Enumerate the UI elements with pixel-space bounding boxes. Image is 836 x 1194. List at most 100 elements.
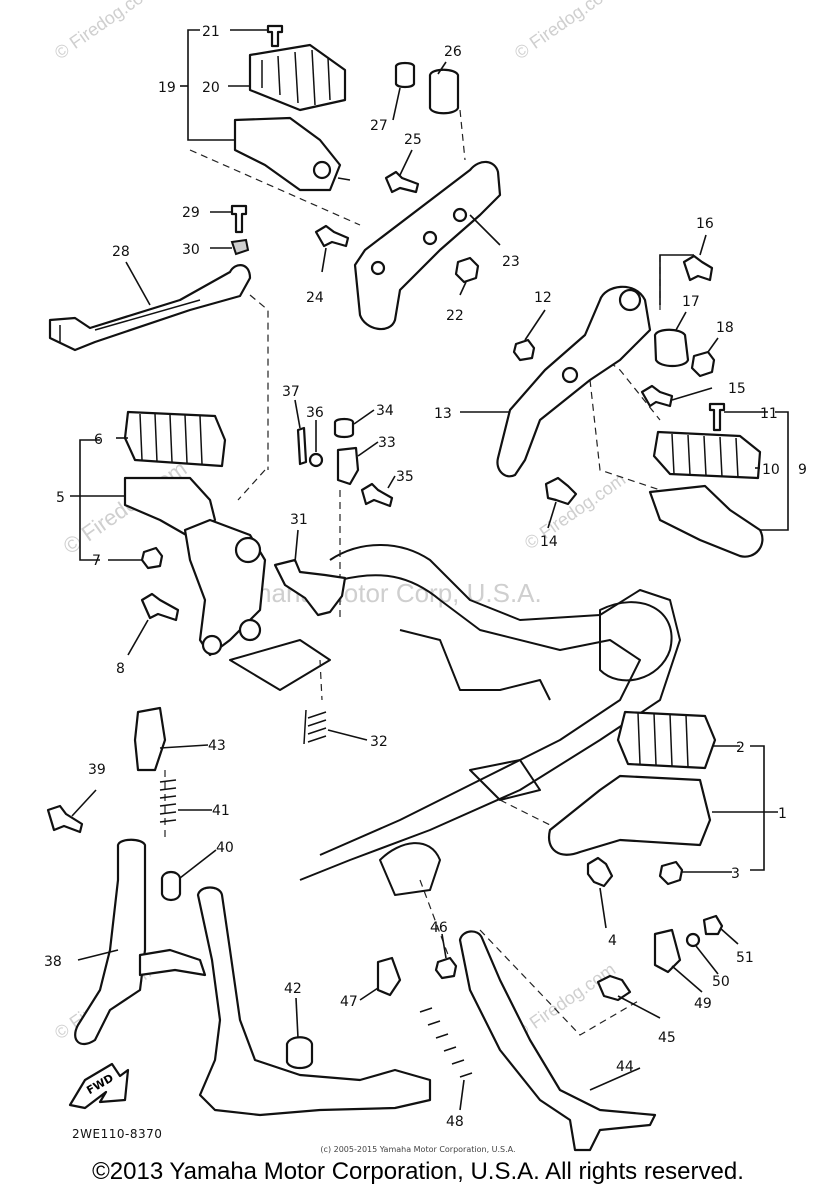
- callout-23: 23: [502, 254, 520, 270]
- copyright-notice: ©2013 Yamaha Motor Corporation, U.S.A. A…: [92, 1158, 744, 1185]
- callout-2: 2: [736, 740, 745, 756]
- bolt: [586, 856, 614, 888]
- screw: [708, 402, 726, 432]
- callout-34: 34: [376, 403, 394, 419]
- callout-32: 32: [370, 734, 388, 750]
- callout-17: 17: [682, 294, 700, 310]
- callout-42: 42: [284, 981, 302, 997]
- callout-1: 1: [778, 806, 787, 822]
- callout-38: 38: [44, 954, 62, 970]
- stand-stopper: [160, 870, 182, 902]
- callout-31: 31: [290, 512, 308, 528]
- callout-10: 10: [762, 462, 780, 478]
- callout-48: 48: [446, 1114, 464, 1130]
- callout-39: 39: [88, 762, 106, 778]
- bolt: [46, 804, 84, 834]
- spring: [159, 779, 177, 823]
- callout-24: 24: [306, 290, 324, 306]
- bracket: [653, 928, 682, 974]
- callout-18: 18: [716, 320, 734, 336]
- callout-16: 16: [696, 216, 714, 232]
- callout-36: 36: [306, 405, 324, 421]
- cap: [333, 417, 355, 439]
- nut: [434, 956, 458, 980]
- footrest-bracket: [233, 116, 342, 192]
- callout-3: 3: [731, 866, 740, 882]
- nut: [658, 860, 684, 886]
- footrest-rubber: [652, 430, 762, 480]
- group-brackets: [79, 29, 789, 871]
- rear-footrest-bracket: [353, 160, 502, 331]
- footrest-rubber: [248, 43, 347, 112]
- bolt: [360, 482, 394, 508]
- callout-21: 21: [202, 24, 220, 40]
- nut: [690, 350, 716, 378]
- callout-4: 4: [608, 933, 617, 949]
- callout-46: 46: [430, 920, 448, 936]
- spring: [303, 709, 327, 745]
- collar: [428, 68, 460, 115]
- callout-20: 20: [202, 80, 220, 96]
- watermark-site: © Firedog.com: [511, 0, 619, 63]
- callout-11: 11: [760, 406, 778, 422]
- main-stand: [74, 838, 147, 1046]
- brake-pedal: [48, 264, 252, 352]
- callout-37: 37: [282, 384, 300, 400]
- bolt: [640, 384, 674, 408]
- nut: [454, 256, 480, 284]
- watermark-site: © Firedog.com: [511, 959, 619, 1043]
- bolt: [384, 170, 420, 194]
- callout-33: 33: [378, 435, 396, 451]
- spring: [419, 1007, 473, 1078]
- callout-numbers: 1 2 3 4 5 6 7 8 9 10 11 12 13 14 15 16 1…: [44, 24, 807, 1130]
- callout-25: 25: [404, 132, 422, 148]
- motorcycle-frame: [229, 544, 681, 896]
- callout-5: 5: [56, 490, 65, 506]
- watermark-site: © Firedog.com: [51, 0, 159, 63]
- callout-22: 22: [446, 308, 464, 324]
- footrest-screw: [266, 24, 284, 48]
- bush: [394, 61, 416, 89]
- callout-44: 44: [616, 1059, 634, 1075]
- cotter-pin: [296, 426, 308, 466]
- plate: [376, 956, 402, 997]
- screw: [230, 204, 248, 234]
- joint: [336, 446, 360, 486]
- callout-50: 50: [712, 974, 730, 990]
- callout-13: 13: [434, 406, 452, 422]
- footrest-bracket: [547, 774, 712, 856]
- washer: [685, 932, 701, 948]
- bolt: [544, 476, 578, 506]
- bolt: [682, 254, 714, 282]
- callout-40: 40: [216, 840, 234, 856]
- side-stand: [458, 930, 657, 1152]
- callout-9: 9: [798, 462, 807, 478]
- callout-43: 43: [208, 738, 226, 754]
- bolt: [702, 914, 724, 936]
- callout-35: 35: [396, 469, 414, 485]
- watermark-center: Yamaha Motor Corp, U.S.A.: [220, 578, 542, 608]
- diagram-code: 2WE110-8370: [72, 1127, 163, 1141]
- nut: [512, 338, 536, 362]
- callout-41: 41: [212, 803, 230, 819]
- washer: [308, 452, 324, 468]
- switch: [596, 974, 632, 1002]
- callout-30: 30: [182, 242, 200, 258]
- shift-shaft: [273, 558, 347, 617]
- callout-19: 19: [158, 80, 176, 96]
- rear-footrest-right: [547, 710, 717, 888]
- stands: FWD: [46, 706, 724, 1152]
- callout-47: 47: [340, 994, 358, 1010]
- nut: [140, 546, 164, 570]
- footrest-bracket: [648, 484, 764, 558]
- bracket: [133, 706, 167, 772]
- stopper: [285, 1036, 314, 1070]
- callout-14: 14: [540, 534, 558, 550]
- collar: [653, 328, 690, 368]
- callout-26: 26: [444, 44, 462, 60]
- callout-8: 8: [116, 661, 125, 677]
- front-footrest-right: [496, 254, 764, 558]
- watermark-site: © Firedog.com: [521, 469, 629, 553]
- bolt: [140, 592, 180, 622]
